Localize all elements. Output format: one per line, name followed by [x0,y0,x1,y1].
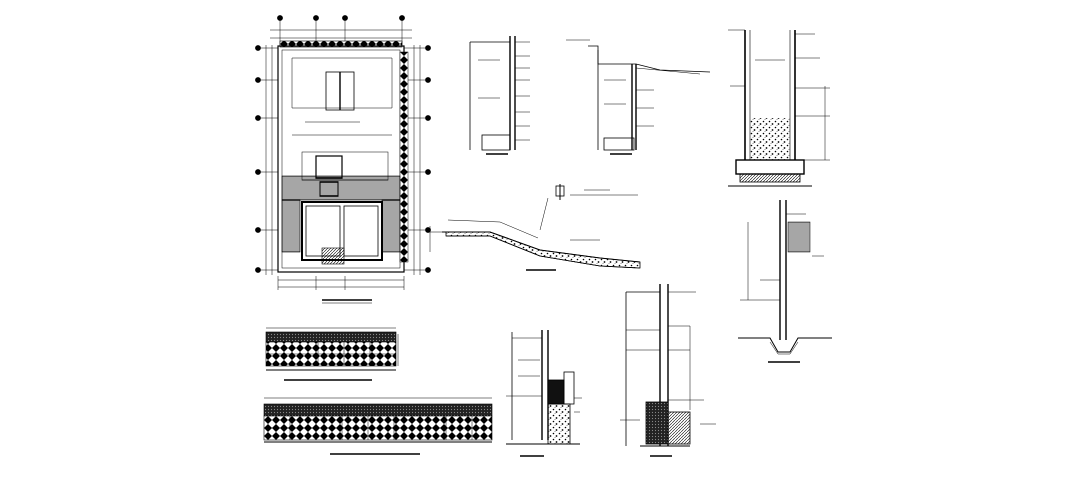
foundation-section-b [506,330,582,457]
retaining-wall-section [566,39,711,155]
grid-bubbles-left [255,45,431,273]
single-wall-detail [738,200,832,363]
wall-section-a [469,36,530,155]
floor-plan [255,15,431,304]
tank-section [728,29,830,187]
grid-bubbles-top [277,15,405,21]
column-foundation-section [620,284,716,457]
facade-elevation-short [265,327,399,381]
ramp-section [429,184,641,271]
facade-elevation-long [263,397,493,455]
